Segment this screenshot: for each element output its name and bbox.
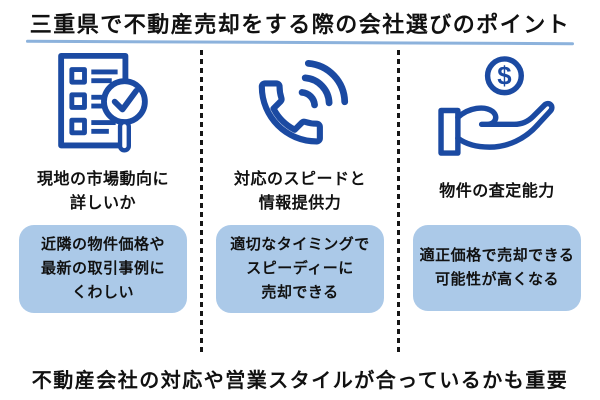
point-heading: 物件の査定能力 bbox=[439, 183, 555, 200]
point-heading: 現地の市場動向に 詳しいか bbox=[36, 171, 169, 212]
checklist-magnifier-icon bbox=[12, 48, 194, 166]
points-row: 現地の市場動向に 詳しいか 近隣の物件価格や 最新の取引事例に くわしい 対応の… bbox=[0, 44, 600, 356]
point-detail-box: 近隣の物件価格や 最新の取引事例に くわしい bbox=[19, 224, 187, 313]
footer: 不動産会社の対応や営業スタイルが合っているかも重要 bbox=[0, 356, 600, 400]
dashed-divider bbox=[200, 49, 203, 352]
dashed-divider bbox=[397, 49, 400, 352]
point-column-appraisal-ability: $ 物件の査定能力 適正価格で売却できる 可能性が高くなる bbox=[402, 48, 592, 354]
point-detail-box: 適切なタイミングで スピーディーに 売却できる bbox=[216, 224, 384, 313]
ringing-phone-icon bbox=[209, 48, 391, 166]
point-column-market-knowledge: 現地の市場動向に 詳しいか 近隣の物件価格や 最新の取引事例に くわしい bbox=[8, 48, 198, 354]
page-title: 三重県で不動産売却をする際の会社選びのポイント bbox=[29, 12, 571, 37]
point-column-response-speed: 対応のスピードと 情報提供力 適切なタイミングで スピーディーに 売却できる bbox=[205, 48, 395, 354]
footer-note: 不動産会社の対応や営業スタイルが合っているかも重要 bbox=[31, 369, 569, 392]
hand-coin-icon: $ bbox=[406, 48, 588, 166]
header: 三重県で不動産売却をする際の会社選びのポイント bbox=[0, 0, 600, 45]
point-heading: 対応のスピードと 情報提供力 bbox=[233, 171, 366, 212]
svg-text:$: $ bbox=[497, 62, 511, 90]
point-detail-box: 適正価格で売却できる 可能性が高くなる bbox=[413, 224, 581, 311]
